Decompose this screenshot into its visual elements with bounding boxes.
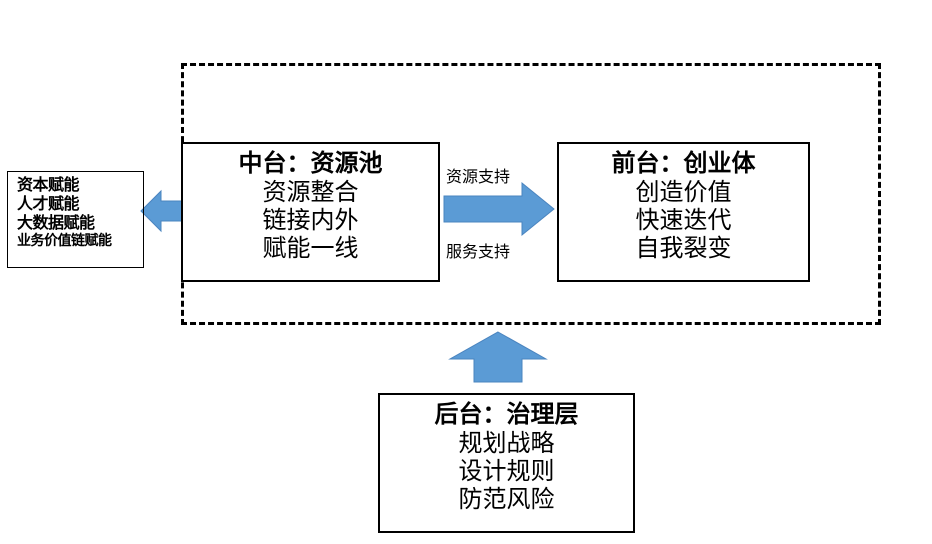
back-platform-line: 规划战略 <box>458 429 555 457</box>
back-platform-box: 后台：治理层 规划战略 设计规则 防范风险 <box>378 393 635 533</box>
middle-platform-line: 赋能一线 <box>262 234 359 262</box>
resource-support-label: 资源支持 <box>446 167 511 186</box>
front-platform-box: 前台：创业体 创造价值 快速迭代 自我裂变 <box>557 142 810 282</box>
front-platform-line: 快速迭代 <box>635 206 732 234</box>
enablement-item: 人才赋能 <box>17 194 80 213</box>
middle-platform-title: 中台：资源池 <box>238 149 383 177</box>
enablement-item: 资本赋能 <box>17 175 80 194</box>
up-arrow <box>448 331 548 383</box>
back-platform-title: 后台：治理层 <box>434 400 579 428</box>
front-platform-title: 前台：创业体 <box>611 149 756 177</box>
left-arrow <box>140 189 184 233</box>
front-platform-line: 创造价值 <box>635 178 732 206</box>
back-platform-line: 设计规则 <box>458 457 555 485</box>
right-arrow <box>443 181 555 237</box>
enablement-item: 业务价值链赋能 <box>17 233 112 249</box>
middle-platform-box: 中台：资源池 资源整合 链接内外 赋能一线 <box>181 142 440 282</box>
front-platform-line: 自我裂变 <box>635 234 732 262</box>
middle-platform-line: 链接内外 <box>262 206 359 234</box>
enablement-item: 大数据赋能 <box>17 213 95 232</box>
enablement-box: 资本赋能 人才赋能 大数据赋能 业务价值链赋能 <box>7 171 144 268</box>
middle-platform-line: 资源整合 <box>262 178 359 206</box>
service-support-label: 服务支持 <box>446 242 511 261</box>
back-platform-line: 防范风险 <box>458 485 555 513</box>
